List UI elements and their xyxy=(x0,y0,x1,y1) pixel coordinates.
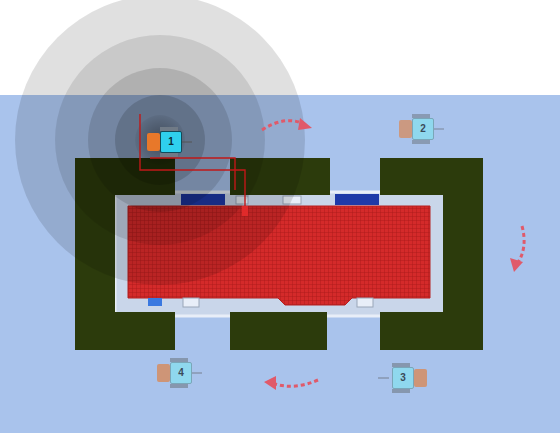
robot-parts xyxy=(147,114,444,393)
target-marker xyxy=(242,206,248,216)
callout-number: 4 xyxy=(178,368,184,378)
small-block xyxy=(148,298,162,306)
robot-marker: 3 xyxy=(392,367,414,389)
route-lines xyxy=(140,114,245,210)
small-block xyxy=(183,298,199,307)
signal-rings xyxy=(15,0,305,285)
robot-marker: 2 xyxy=(412,118,434,140)
robot-marker: 1 xyxy=(160,131,182,153)
small-block xyxy=(357,298,373,307)
robot-marker: 4 xyxy=(170,362,192,384)
direction-arrows xyxy=(262,121,524,387)
callout-number: 2 xyxy=(420,124,426,134)
door-block xyxy=(335,194,379,205)
callout-number: 1 xyxy=(168,137,174,147)
callout-number: 3 xyxy=(400,373,406,383)
arrow-heads xyxy=(264,118,523,390)
